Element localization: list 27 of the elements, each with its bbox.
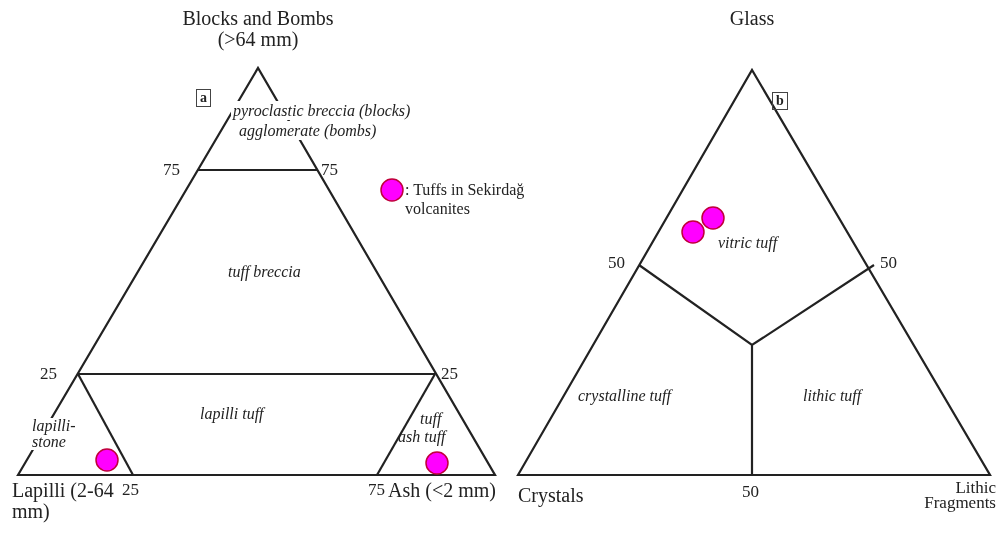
- axis-label: Lapilli (2-64 mm): [12, 480, 115, 522]
- field-label: vitric tuff: [718, 233, 778, 252]
- axis-label: Crystals: [518, 485, 584, 506]
- field-label: ash tuff: [398, 428, 446, 446]
- tick-value: 25: [122, 480, 139, 499]
- panel-letter: b: [772, 92, 788, 110]
- field-label: lapilli tuff: [200, 404, 264, 423]
- tick-value: 50: [608, 253, 625, 272]
- axis-label: Ash (<2 mm): [387, 480, 496, 501]
- axis-label: Blocks and Bombs (>64 mm): [181, 8, 335, 50]
- tick-value: 75: [163, 160, 180, 179]
- tick-value: 75: [321, 160, 338, 179]
- tick-value: 75: [368, 480, 385, 499]
- tick-value: 25: [40, 364, 57, 383]
- field-label: pyroclastic breccia (blocks): [231, 101, 413, 120]
- panel-letter: a: [196, 89, 211, 107]
- tick-value: 25: [441, 364, 458, 383]
- tick-value: Lithic Fragments: [923, 480, 996, 510]
- field-label: lithic tuff: [803, 386, 862, 405]
- field-label: tuff breccia: [228, 262, 301, 281]
- legend-text: : Tuffs in Sekirdağ volcanites: [405, 180, 526, 218]
- field-label: crystalline tuff: [578, 386, 671, 405]
- field-label: tuff: [420, 409, 442, 428]
- axis-label: Glass: [728, 8, 776, 29]
- field-label: agglomerate (bombs): [237, 121, 379, 140]
- tick-value: 50: [742, 482, 759, 501]
- tick-value: 50: [880, 253, 897, 272]
